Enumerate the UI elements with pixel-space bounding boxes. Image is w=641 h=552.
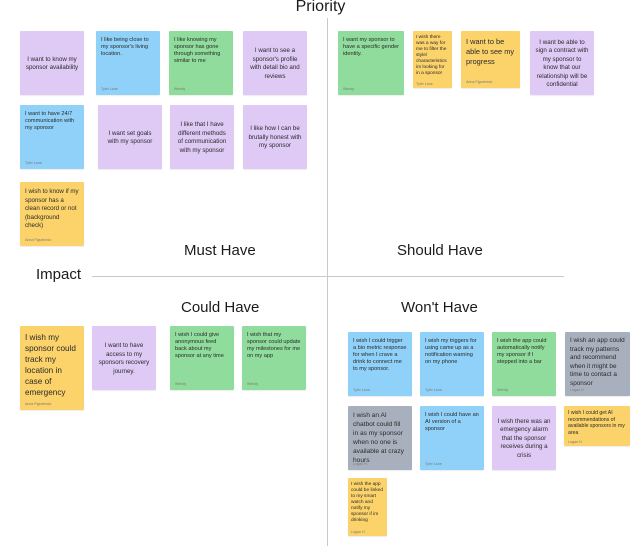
note-author: Anna Figueiredo — [466, 80, 493, 84]
note-text: I wish there was an emergency alarm that… — [497, 417, 551, 459]
note-author: Tyler Lane — [425, 388, 442, 392]
note-author: Wendy — [174, 87, 186, 91]
sticky-note[interactable]: I wish there was an emergency alarm that… — [492, 406, 556, 470]
sticky-note[interactable]: I wish I could trigger a bio metric resp… — [348, 332, 412, 396]
sticky-note[interactable]: I want my sponsor to have a specific gen… — [338, 31, 404, 95]
note-text: I want to be able to see my progress — [466, 37, 515, 66]
note-text: I wish my triggers for using came up as … — [425, 338, 477, 365]
sticky-note[interactable]: I wish that my sponsor could update my m… — [242, 326, 306, 390]
sticky-note[interactable]: I wish my triggers for using came up as … — [420, 332, 484, 396]
note-text: I want to see a sponsor's profile with d… — [250, 47, 300, 80]
sticky-note[interactable]: I like how I can be brutally honest with… — [243, 105, 307, 169]
note-text: I like that I have different methods of … — [177, 121, 227, 154]
sticky-note[interactable]: I like that I have different methods of … — [170, 105, 234, 169]
note-text: I wish my sponsor could track my locatio… — [25, 333, 76, 397]
sticky-note[interactable]: I want set goals with my sponsor — [98, 105, 162, 169]
impact-axis-label: Impact — [36, 266, 82, 283]
quadrant-label-must-have: Must Have — [184, 242, 256, 259]
note-text: I wish I could trigger a bio metric resp… — [353, 338, 407, 372]
sticky-note[interactable]: I want to see a sponsor's profile with d… — [243, 31, 307, 95]
quadrant-label-should-have: Should Have — [397, 242, 483, 259]
note-author: Wendy — [175, 382, 187, 386]
note-author: Anna Figueiredo — [25, 402, 52, 406]
note-author: Tyler Lane — [425, 462, 442, 466]
quadrant-label-wont-have: Won't Have — [401, 299, 478, 316]
note-text: I like how I can be brutally honest with… — [248, 125, 302, 150]
sticky-note[interactable]: I wish I could have an AI version of a s… — [420, 406, 484, 470]
sticky-note[interactable]: I want to have 24/7 communication with m… — [20, 105, 84, 169]
quadrant-label-could-have: Could Have — [181, 299, 260, 316]
sticky-note[interactable]: I wish the app could automatically notif… — [492, 332, 556, 396]
sticky-note[interactable]: I wish to know if my sponsor has a clean… — [20, 182, 84, 246]
note-text: I wish there was a way for me to filter … — [416, 35, 447, 76]
note-author: Wendy — [497, 388, 509, 392]
note-text: I wish I could get AI recommendations of… — [568, 410, 625, 436]
note-text: I wish that my sponsor could update my m… — [247, 332, 301, 359]
note-text: I want to have access to my sponsors rec… — [98, 342, 150, 375]
sticky-note[interactable]: I wish there was a way for me to filter … — [413, 31, 452, 88]
note-author: Logan H. — [568, 440, 583, 444]
vertical-axis — [327, 18, 328, 546]
sticky-note[interactable]: I wish I could get AI recommendations of… — [564, 406, 630, 446]
sticky-note[interactable]: I wish an app could track my patterns an… — [565, 332, 630, 396]
sticky-note[interactable]: I wish the app could be linked to my sma… — [348, 478, 387, 536]
note-author: Tyler Lane — [416, 82, 433, 86]
note-author: Tyler Lane — [25, 161, 42, 165]
sticky-note[interactable]: I wish my sponsor could track my locatio… — [20, 326, 84, 410]
note-text: I want my sponsor to have a specific gen… — [343, 37, 399, 57]
note-author: Tyler Lane — [101, 87, 118, 91]
sticky-note[interactable]: I want be able to sign a contract with m… — [530, 31, 594, 95]
sticky-note[interactable]: I like knowing my sponsor has gone throu… — [169, 31, 233, 95]
note-text: I wish an app could track my patterns an… — [570, 337, 625, 387]
note-text: I wish I could give anonymous feed back … — [175, 332, 224, 359]
note-text: I want be able to sign a contract with m… — [535, 38, 589, 89]
note-text: I wish the app could automatically notif… — [497, 338, 547, 365]
sticky-note[interactable]: I want to have access to my sponsors rec… — [92, 326, 156, 390]
note-text: I want to have 24/7 communication with m… — [25, 111, 75, 131]
note-text: I wish I could have an AI version of a s… — [425, 412, 479, 432]
note-text: I want to know my sponsor availability — [25, 55, 79, 72]
note-author: Logan H. — [351, 530, 366, 534]
sticky-note[interactable]: I want to know my sponsor availability — [20, 31, 84, 95]
note-text: I want set goals with my sponsor — [107, 129, 153, 146]
note-author: Tyler Lane — [353, 388, 370, 392]
note-author: Logan H. — [570, 388, 585, 392]
horizontal-axis — [92, 276, 564, 277]
note-text: I wish to know if my sponsor has a clean… — [25, 188, 79, 229]
sticky-note[interactable]: I want to be able to see my progress Ann… — [461, 31, 520, 88]
note-text: I like being close to my sponsor's livin… — [101, 37, 149, 57]
note-text: I wish an AI chatbot could fill in as my… — [353, 412, 404, 464]
note-author: Logan H. — [353, 462, 368, 466]
sticky-note[interactable]: I wish an AI chatbot could fill in as my… — [348, 406, 412, 470]
note-author: Wendy — [343, 87, 355, 91]
note-author: Wendy — [247, 382, 259, 386]
note-text: I like knowing my sponsor has gone throu… — [174, 37, 221, 64]
sticky-note[interactable]: I like being close to my sponsor's livin… — [96, 31, 160, 95]
priority-axis-label: Priority — [295, 0, 346, 15]
sticky-note[interactable]: I wish I could give anonymous feed back … — [170, 326, 234, 390]
note-text: I wish the app could be linked to my sma… — [351, 482, 384, 523]
note-author: Anna Figueiredo — [25, 238, 52, 242]
